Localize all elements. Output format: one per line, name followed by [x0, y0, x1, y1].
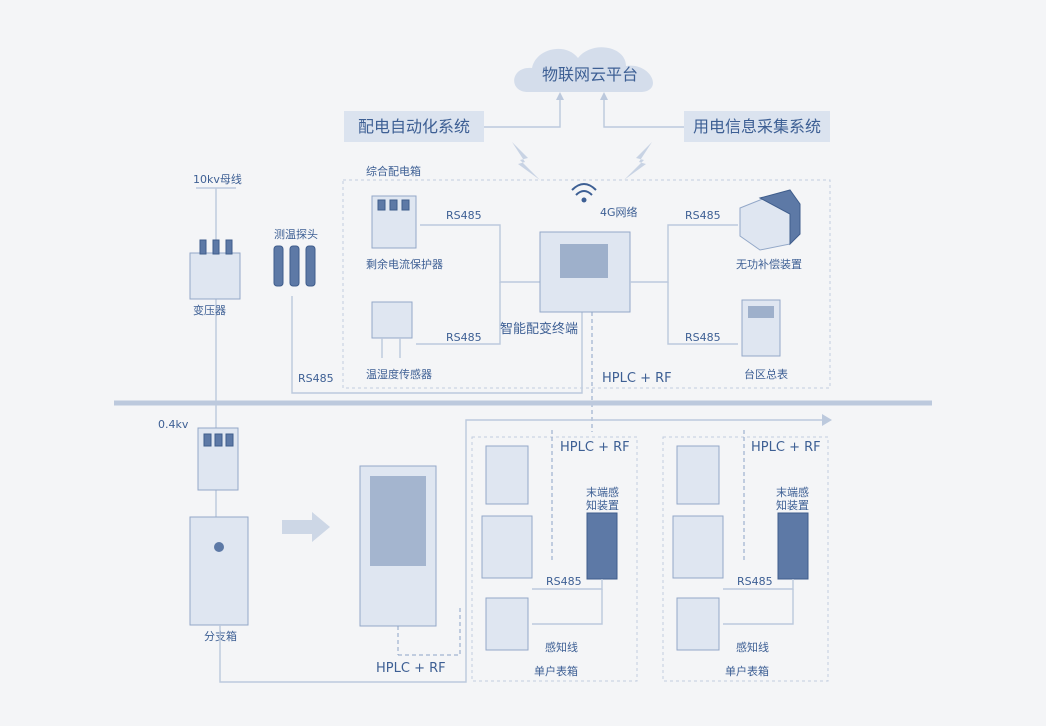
- temp-probe-icon: [273, 245, 316, 287]
- rs485-label-2: RS485: [446, 331, 482, 344]
- integrated-box-title: 综合配电箱: [366, 164, 421, 178]
- terminal-label: 智能配变终端: [500, 321, 578, 337]
- distribution-cabinet-icon: [359, 465, 437, 627]
- household-unit-1: HPLC + RF 末端感 知装置 RS485 感知线 单户表箱: [471, 430, 638, 682]
- th-sensor-wire: [416, 282, 501, 345]
- power-info-system-label: 用电信息采集系统: [693, 117, 821, 136]
- meter-icon: [672, 515, 724, 579]
- arrow-up-icon: [600, 92, 608, 100]
- unit-hplc-label: HPLC + RF: [751, 440, 821, 455]
- lightning-icon: [512, 142, 540, 180]
- unit-hplc-label: HPLC + RF: [560, 440, 630, 455]
- end-device-label-1: 末端感: [586, 485, 619, 499]
- unit-rs485-label: RS485: [546, 575, 582, 588]
- low-voltage-label: 0.4kv: [158, 418, 189, 431]
- rcd-label: 剩余电流保护器: [366, 257, 443, 271]
- breaker-icon: [197, 427, 239, 491]
- th-sensor-icon: [371, 301, 413, 358]
- household-box-frame: [662, 436, 829, 682]
- breaker-icon: [676, 445, 720, 505]
- sense-wire: [532, 589, 603, 625]
- end-sensor-icon: [586, 512, 618, 580]
- sense-line-label: 感知线: [736, 640, 769, 654]
- arrow-right-icon: [822, 414, 832, 426]
- th-sensor-label: 温湿度传感器: [366, 367, 432, 381]
- household-box-frame: [471, 436, 638, 682]
- sense-wire: [723, 589, 794, 625]
- branch-box-icon: [189, 516, 249, 626]
- network-label: 4G网络: [600, 205, 638, 219]
- end-device-label-1: 末端感: [776, 485, 809, 499]
- area-meter-icon: [741, 299, 781, 357]
- rcd-wire: [420, 224, 540, 283]
- bus-10kv-label: 10kv母线: [193, 172, 242, 186]
- branch-feed-wire: [219, 419, 822, 683]
- end-sensor-icon: [777, 512, 809, 580]
- end-device-label-2: 知装置: [776, 498, 809, 512]
- area-meter-wire: [667, 282, 738, 345]
- rcd-icon: [371, 195, 417, 249]
- temp-probe-label: 测温探头: [274, 228, 318, 241]
- cloud-icon: [514, 47, 653, 92]
- sense-line-label: 感知线: [545, 640, 578, 654]
- breaker-icon: [485, 597, 529, 651]
- arrow-right-icon: [282, 512, 330, 542]
- left-system-link: [484, 96, 561, 128]
- var-comp-wire: [630, 224, 738, 283]
- household-unit-2: HPLC + RF 末端感 知装置 RS485 感知线 单户表箱: [662, 430, 829, 682]
- household-box-label: 单户表箱: [725, 664, 769, 678]
- right-system-link: [603, 96, 690, 128]
- transformer-icon: [189, 239, 241, 300]
- transformer-label: 变压器: [193, 303, 226, 317]
- arrow-up-icon: [556, 92, 564, 100]
- probe-rs485-wire: [291, 296, 583, 394]
- terminal-hplc-label: HPLC + RF: [602, 371, 672, 386]
- rs485-label-4: RS485: [685, 331, 721, 344]
- rs485-label-3: RS485: [685, 209, 721, 222]
- bottom-hplc-label: HPLC + RF: [376, 661, 446, 676]
- distribution-automation-box: [344, 111, 484, 142]
- area-meter-label: 台区总表: [744, 367, 788, 381]
- household-box-label: 单户表箱: [534, 664, 578, 678]
- distribution-automation-label: 配电自动化系统: [358, 117, 470, 136]
- lightning-icon: [624, 142, 652, 180]
- end-device-label-2: 知装置: [586, 498, 619, 512]
- breaker-icon: [676, 597, 720, 651]
- smart-terminal-icon: [539, 231, 631, 313]
- var-comp-label: 无功补偿装置: [736, 257, 802, 271]
- integrated-box-frame: [342, 179, 831, 389]
- breaker-icon: [485, 445, 529, 505]
- power-info-system-box: [684, 111, 830, 142]
- cloud-label: 物联网云平台: [542, 65, 638, 84]
- wifi-icon: [571, 183, 597, 203]
- var-compensation-icon: [739, 189, 801, 251]
- rs485-label-1: RS485: [446, 209, 482, 222]
- probe-rs485-label: RS485: [298, 372, 334, 385]
- unit-rs485-label: RS485: [737, 575, 773, 588]
- meter-icon: [481, 515, 533, 579]
